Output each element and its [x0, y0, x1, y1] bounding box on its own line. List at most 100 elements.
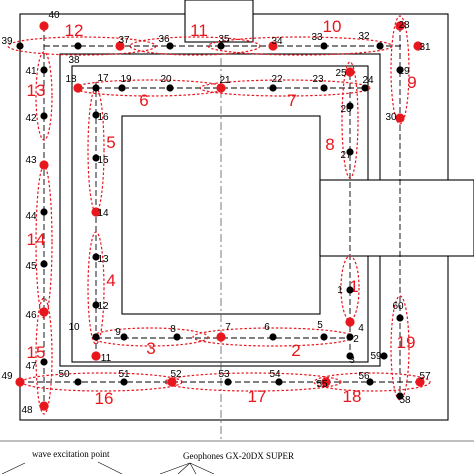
- group-outline-19: [390, 295, 410, 401]
- sensor-point-26: [346, 102, 354, 110]
- sensor-point-1: [346, 286, 354, 294]
- group-label-8: 8: [325, 135, 334, 154]
- sensor-point-51: [120, 378, 128, 386]
- excitation-point-31: [413, 41, 423, 51]
- sensor-point-29: [396, 66, 404, 74]
- sensor-point-32: [376, 42, 384, 50]
- sensor-point-56: [366, 378, 374, 386]
- point-label-34: 34: [271, 36, 283, 47]
- sensor-point-42: [40, 112, 48, 120]
- point-label-41: 41: [25, 66, 37, 77]
- group-outline-11: [129, 36, 261, 56]
- sensor-point-44: [40, 208, 48, 216]
- point-label-8: 8: [170, 324, 176, 335]
- point-label-12: 12: [97, 301, 109, 312]
- sensor-point-27: [346, 148, 354, 156]
- group-label-1: 1: [349, 277, 358, 296]
- point-label-40: 40: [48, 10, 60, 21]
- point-label-13: 13: [97, 254, 109, 265]
- point-label-27: 27: [340, 150, 352, 161]
- point-label-22: 22: [271, 74, 283, 85]
- point-label-14: 14: [97, 208, 109, 219]
- point-label-30: 30: [385, 112, 397, 123]
- point-label-57: 57: [419, 371, 431, 382]
- excitation-point-4: [345, 317, 355, 327]
- point-label-2: 2: [353, 334, 359, 345]
- group-label-11: 11: [190, 21, 208, 40]
- sensor-point-22: [269, 84, 277, 92]
- point-label-7: 7: [225, 322, 231, 333]
- group-outline-17: [164, 372, 342, 392]
- legend-excitation-label: wave excitation point: [32, 449, 110, 459]
- top-annex: [184, 0, 254, 43]
- point-label-48: 48: [21, 405, 33, 416]
- excitation-point-11: [91, 351, 101, 361]
- sensor-point-12: [92, 301, 100, 309]
- group-outline-9: [390, 15, 410, 125]
- excitation-point-30: [395, 113, 405, 123]
- point-label-50: 50: [58, 369, 70, 380]
- excitation-point-49: [15, 377, 25, 387]
- point-label-42: 42: [25, 113, 37, 124]
- point-label-49: 49: [1, 371, 13, 382]
- group-label-16: 16: [95, 389, 114, 408]
- group-label-18: 18: [343, 387, 362, 406]
- point-label-32: 32: [358, 31, 370, 42]
- sensor-point-5: [320, 333, 328, 341]
- group-outline-8: [341, 61, 359, 179]
- excitation-point-14: [91, 207, 101, 217]
- point-label-39: 39: [1, 36, 13, 47]
- sensor-point-15: [92, 154, 100, 162]
- excitation-point-52: [167, 377, 177, 387]
- excitation-point-7: [216, 332, 226, 342]
- point-label-35: 35: [218, 34, 230, 45]
- point-label-23: 23: [312, 74, 324, 85]
- point-label-54: 54: [269, 369, 281, 380]
- sensor-point-6: [269, 333, 277, 341]
- point-label-38: 38: [68, 55, 80, 66]
- sensor-point-58: [396, 392, 404, 400]
- excitation-point-21: [216, 83, 226, 93]
- right-annex: [319, 179, 474, 257]
- group-outline-12: [7, 36, 157, 56]
- excitation-point-25: [345, 67, 355, 77]
- sensor-point-59: [380, 352, 388, 360]
- sensor-point-24: [361, 84, 369, 92]
- group-label-17: 17: [248, 387, 267, 406]
- group-label-3: 3: [146, 339, 155, 358]
- sensor-point-13: [92, 253, 100, 261]
- sensor-point-38: [74, 42, 82, 50]
- point-label-51: 51: [118, 369, 130, 380]
- sensor-point-36: [166, 42, 174, 50]
- group-label-15: 15: [27, 343, 46, 362]
- point-label-25: 25: [335, 68, 347, 79]
- point-label-6: 6: [264, 322, 270, 333]
- point-label-18: 18: [65, 74, 77, 85]
- sensor-point-53: [224, 378, 232, 386]
- point-label-4: 4: [358, 323, 364, 334]
- sensor-point-39: [16, 42, 24, 50]
- sensor-point-19: [118, 84, 126, 92]
- point-label-24: 24: [362, 75, 374, 86]
- group-outline-1: [340, 255, 360, 321]
- excitation-point-57: [415, 377, 425, 387]
- sensor-point-23: [320, 84, 328, 92]
- point-label-16: 16: [97, 112, 109, 123]
- group-outline-15: [35, 297, 53, 415]
- group-outline-7: [199, 79, 371, 97]
- point-label-58: 58: [399, 395, 411, 406]
- group-label-9: 9: [407, 73, 416, 92]
- sensor-point-47: [40, 358, 48, 366]
- point-label-31: 31: [419, 42, 431, 53]
- sensor-point-20: [166, 84, 174, 92]
- group-label-2: 2: [291, 341, 300, 360]
- hammer-icon: [1, 462, 26, 474]
- sensor-point-45: [40, 260, 48, 268]
- group-outline-18: [313, 372, 431, 392]
- sensor-point-35: [217, 42, 225, 50]
- sensor-point-10: [92, 333, 100, 341]
- sensor-point-3: [346, 352, 354, 360]
- point-label-55: 55: [316, 379, 328, 390]
